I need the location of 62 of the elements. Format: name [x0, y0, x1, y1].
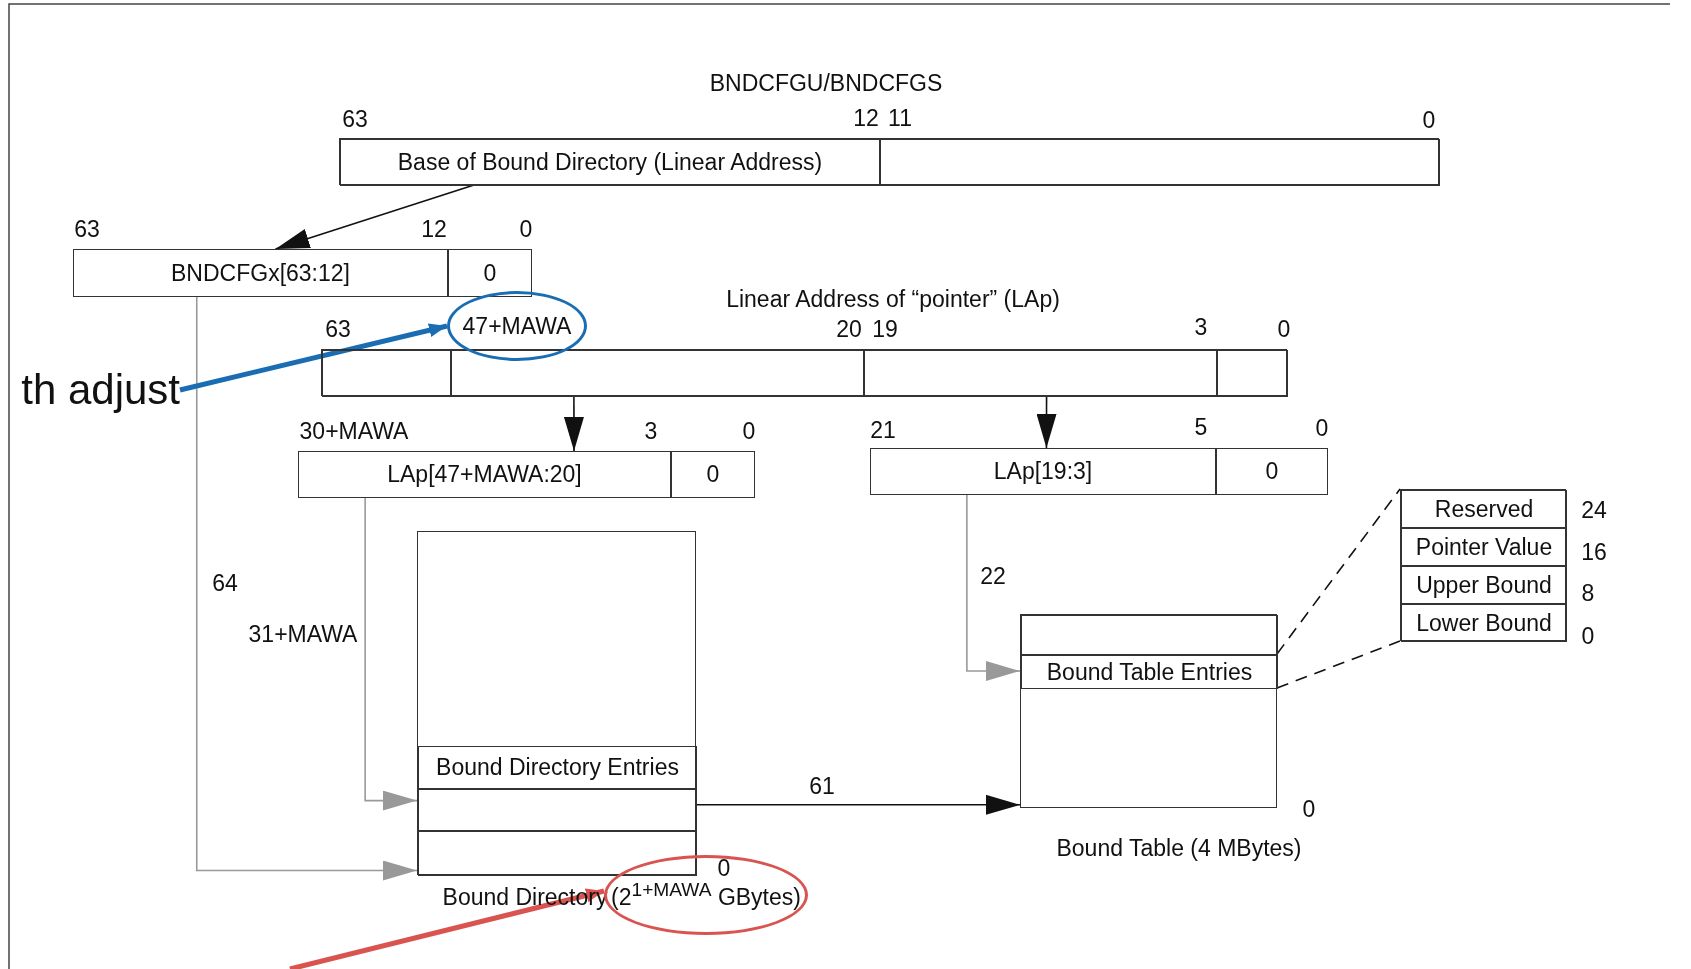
table-row — [418, 789, 697, 831]
bit-number: 8 — [1581, 579, 1595, 607]
bit-field: 0 — [1216, 448, 1328, 495]
bit-number: 0 — [1422, 106, 1436, 134]
table-caption: Linear Address of “pointer” (LAp) — [726, 285, 1060, 313]
bit-number: 0 — [1277, 315, 1291, 343]
table-caption: Bound Table (4 MBytes) — [1056, 834, 1302, 862]
bit-number: 3 — [1194, 313, 1208, 341]
bit-number: 11 — [888, 104, 912, 132]
table-row: Bound Directory Entries — [418, 746, 697, 789]
bit-number: 63 — [342, 105, 368, 133]
bit-number: 16 — [1581, 538, 1607, 566]
bit-field: 0 — [448, 249, 532, 297]
bit-field — [322, 350, 451, 397]
bit-number: 3 — [644, 417, 658, 445]
bit-field: LAp[19:3] — [870, 448, 1216, 495]
table-row: Reserved — [1401, 490, 1567, 528]
table-row: Upper Bound — [1401, 566, 1567, 604]
bit-field — [880, 139, 1440, 186]
highlight-ellipse: 47+MAWA — [447, 291, 587, 361]
table-row: Bound Table Entries — [1021, 655, 1278, 689]
table-row — [418, 831, 697, 876]
arrow — [695, 794, 1021, 815]
dashed-line — [1276, 640, 1401, 689]
bit-number: 24 — [1581, 496, 1607, 524]
bit-number: 0 — [742, 417, 756, 445]
bit-number: 5 — [1194, 413, 1208, 441]
arrow — [563, 395, 584, 452]
bit-number: 63 — [325, 315, 351, 343]
arrow — [966, 494, 1021, 681]
bit-field — [451, 350, 864, 397]
bit-number: 0 — [1315, 414, 1329, 442]
arrow — [289, 888, 605, 969]
arrow — [1036, 395, 1057, 449]
annotation-text: th adjust — [0, 362, 180, 418]
bit-number: 0 — [1581, 622, 1595, 650]
arrow — [364, 497, 418, 811]
table-row — [1021, 615, 1278, 655]
bit-number: 0 — [1302, 795, 1316, 823]
bit-field: 0 — [671, 451, 755, 498]
entry-format-table — [1400, 489, 1566, 641]
bit-number: 12 — [853, 104, 879, 132]
bit-number: 20 — [836, 315, 862, 343]
table-caption: BNDCFGU/BNDCFGS — [709, 69, 943, 97]
arrow — [179, 323, 448, 393]
dashed-line — [1276, 488, 1401, 655]
bit-field: BNDCFGx[63:12] — [73, 249, 448, 297]
bit-number: 12 — [421, 215, 447, 243]
bit-number: 19 — [872, 315, 898, 343]
bit-number: 0 — [717, 854, 731, 882]
bit-number: 0 — [519, 215, 533, 243]
bit-number: 30+MAWA — [299, 417, 409, 445]
bit-field: Base of Bound Directory (Linear Address) — [340, 139, 880, 186]
bit-number: 21 — [870, 416, 896, 444]
bit-number: 63 — [74, 215, 100, 243]
arrow — [195, 296, 418, 881]
bit-field — [1217, 350, 1288, 397]
table-row: Pointer Value — [1401, 528, 1567, 566]
bit-field: LAp[47+MAWA:20] — [298, 451, 671, 498]
table-row: Lower Bound — [1401, 604, 1567, 642]
bit-field — [864, 350, 1217, 397]
arrow — [274, 184, 475, 250]
